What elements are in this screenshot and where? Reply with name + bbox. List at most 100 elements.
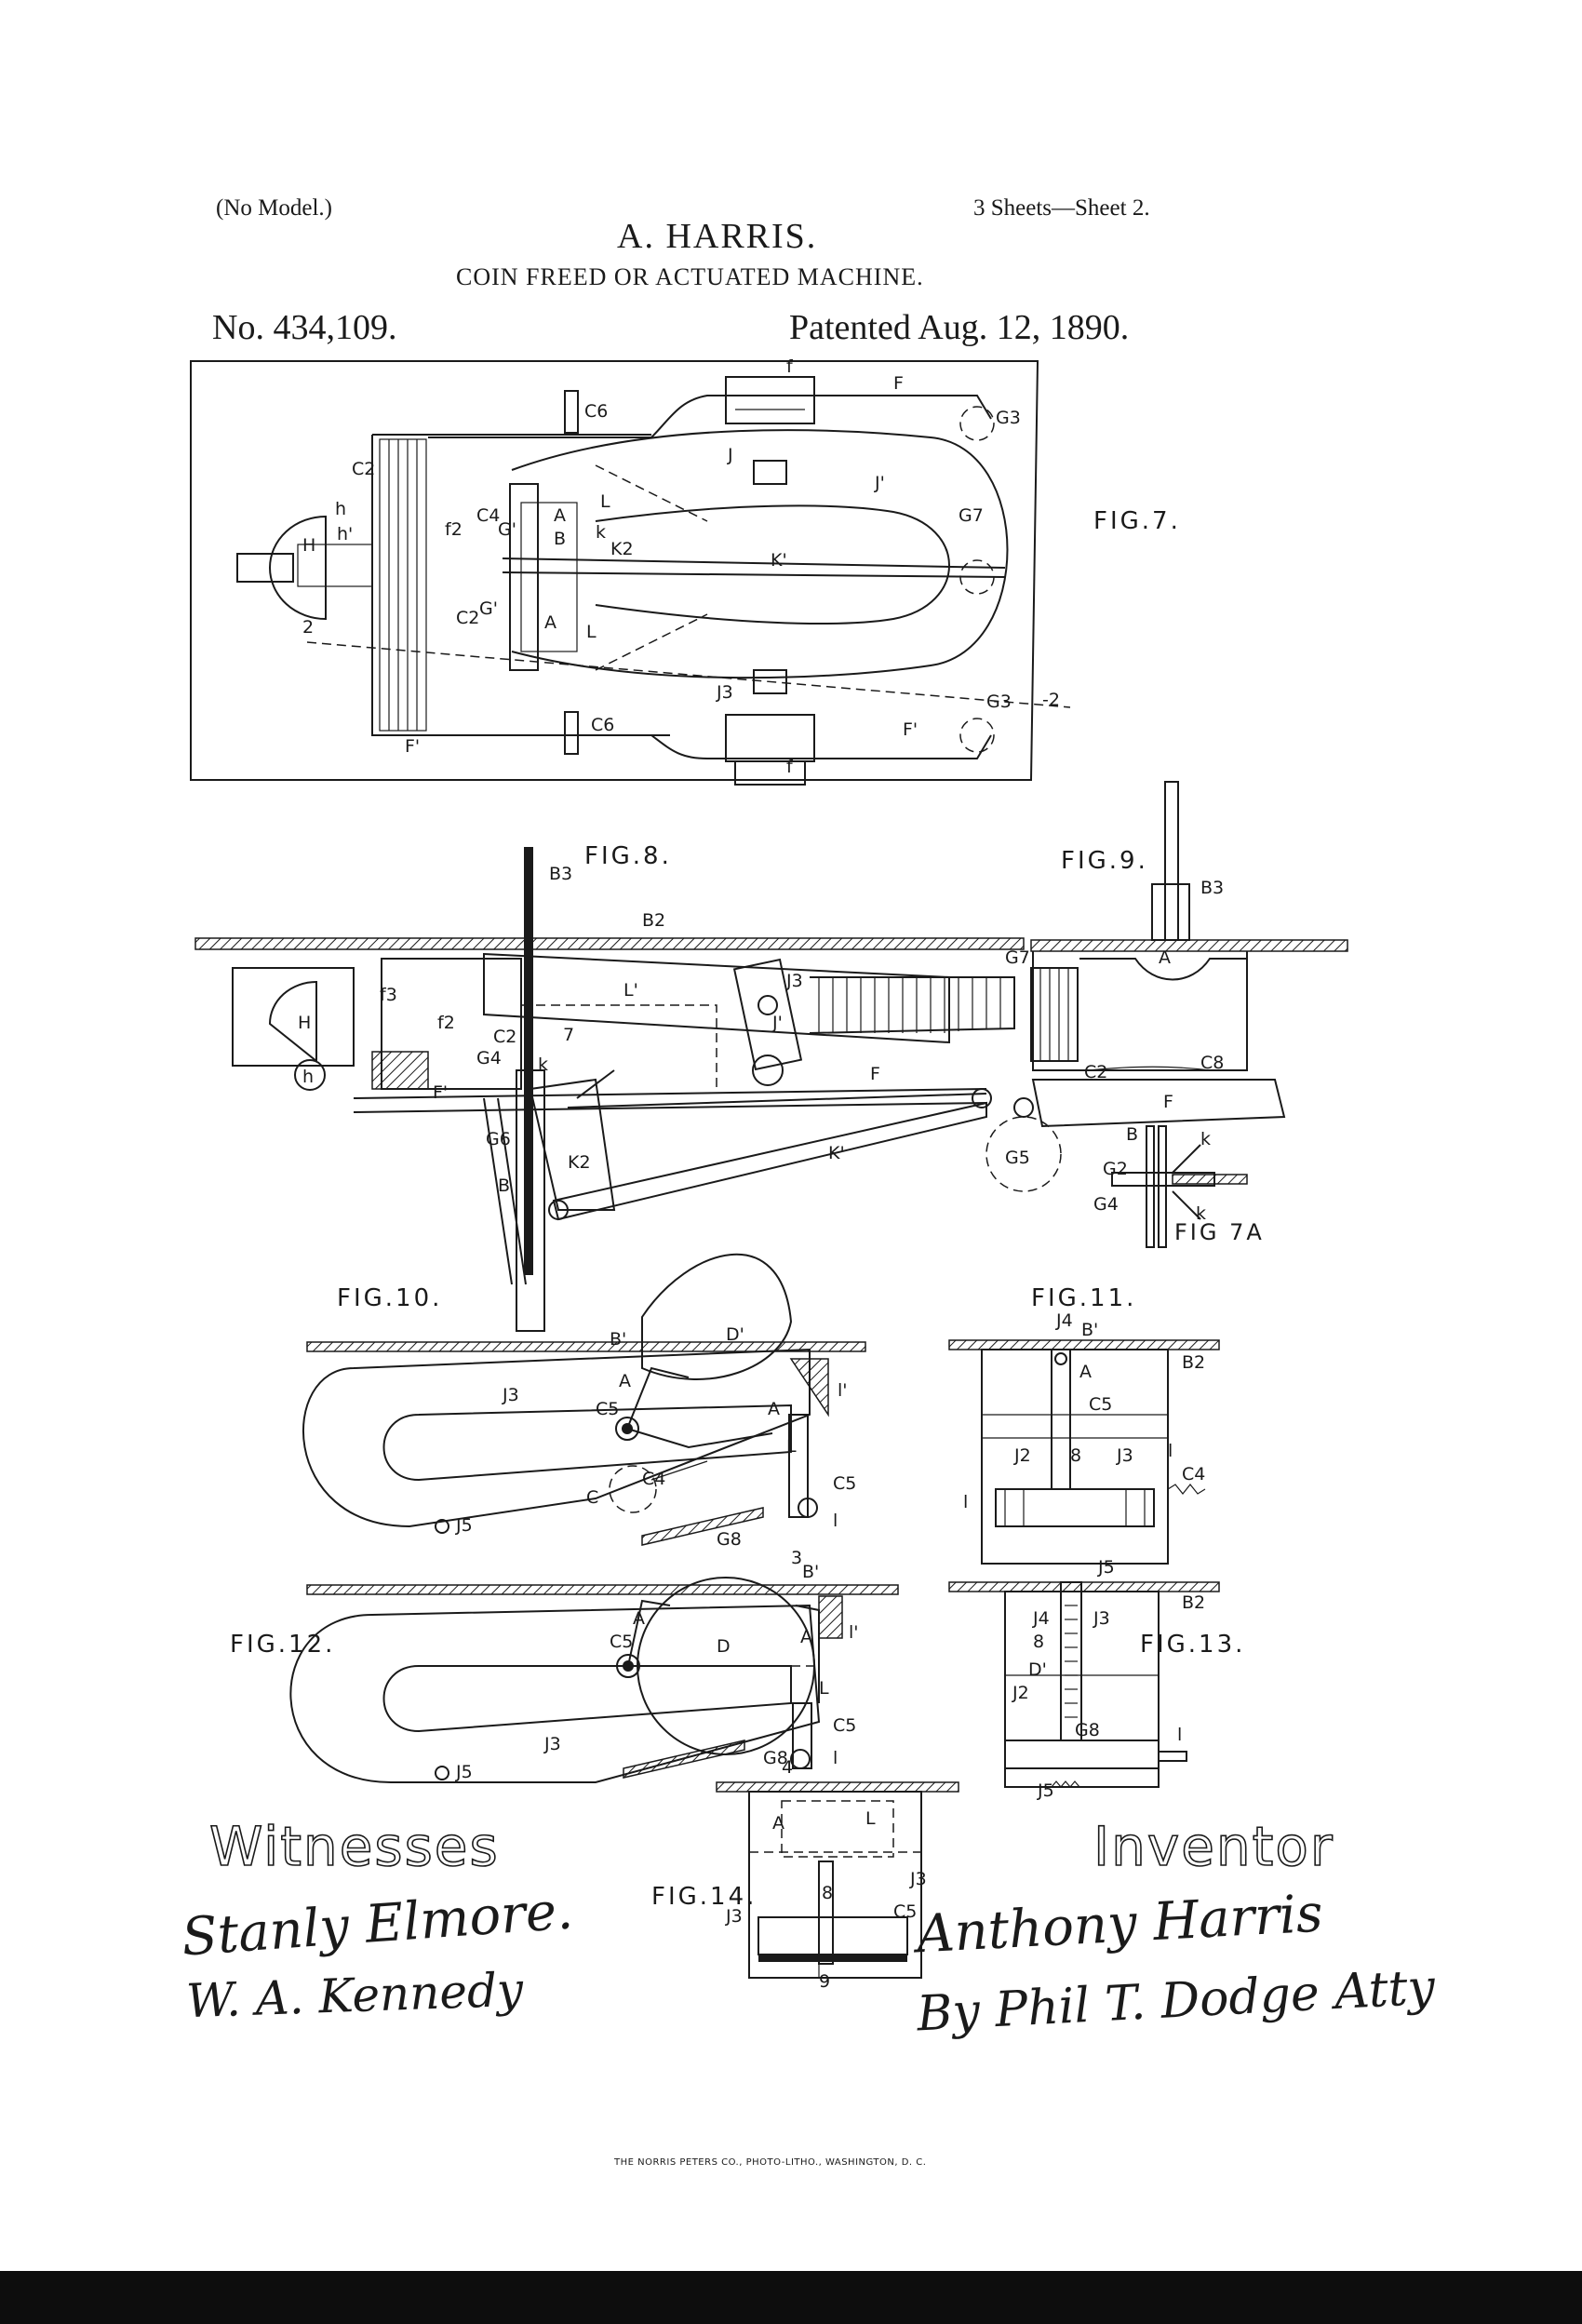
inventor-name-heading: A. HARRIS. <box>617 217 818 256</box>
ref-letter: L <box>600 491 610 512</box>
ref-letter: f <box>786 356 794 377</box>
reference-letter: L <box>786 1436 797 1457</box>
ref-letter: G3 <box>996 408 1021 428</box>
reference-letter: G8 <box>1075 1720 1100 1740</box>
reference-letter: C5 <box>610 1632 633 1652</box>
reference-letter: J' <box>771 1013 783 1033</box>
reference-letter: G4 <box>1093 1194 1119 1215</box>
reference-letter: G8 <box>763 1748 788 1768</box>
reference-letter: J5 <box>455 1515 473 1536</box>
reference-letter: l <box>1168 1441 1173 1461</box>
reference-letter: B' <box>1081 1320 1098 1340</box>
reference-letter: C5 <box>833 1473 856 1494</box>
ref-letter: F' <box>405 736 420 757</box>
reference-letter: L <box>865 1808 876 1829</box>
reference-letter: 8 <box>822 1883 833 1903</box>
reference-letter: k <box>538 1055 548 1075</box>
ref-letter: k <box>596 522 606 543</box>
patent-number: No. 434,109. <box>212 308 397 347</box>
reference-letter: C5 <box>596 1399 619 1419</box>
reference-letter: B2 <box>642 910 665 931</box>
reference-letter: F <box>1163 1092 1173 1112</box>
ref-letter: F' <box>903 719 918 740</box>
figure-7a-label: FIG 7A <box>1174 1219 1265 1245</box>
reference-letter: A <box>800 1627 812 1647</box>
reference-letter: C4 <box>1182 1464 1205 1484</box>
figure-11-label: FIG.11. <box>1031 1284 1137 1312</box>
reference-letter: L <box>819 1678 829 1699</box>
reference-letter: B <box>1126 1124 1138 1145</box>
ref-letter: G' <box>498 519 516 540</box>
reference-letter: C2 <box>1084 1062 1107 1082</box>
figure-9-label: FIG.9. <box>1061 847 1148 875</box>
reference-letter: C2 <box>493 1027 516 1047</box>
reference-letter: G8 <box>717 1529 742 1550</box>
ref-letter: G3 <box>986 692 1012 712</box>
reference-letter: k <box>1196 1203 1206 1224</box>
reference-letter: J2 <box>1013 1445 1031 1466</box>
ref-letter: C6 <box>584 401 608 422</box>
reference-letter: B3 <box>1200 878 1224 898</box>
reference-letter: G5 <box>1005 1148 1030 1168</box>
reference-letter: J2 <box>1012 1683 1029 1703</box>
reference-letter: A <box>1079 1362 1092 1382</box>
reference-letter: B' <box>802 1562 819 1582</box>
ref-letter: G' <box>479 598 498 619</box>
reference-letter: J5 <box>1037 1780 1054 1801</box>
ref-letter: B <box>554 529 566 549</box>
reference-letter: l <box>833 1748 838 1768</box>
inventor-label: Inventor <box>1093 1814 1334 1879</box>
reference-letter: 8 <box>1070 1445 1081 1466</box>
reference-letter: G4 <box>476 1048 502 1068</box>
reference-letter: J3 <box>1116 1445 1133 1466</box>
reference-letter: J3 <box>502 1385 519 1405</box>
reference-letter: l <box>833 1511 838 1531</box>
reference-letter: D' <box>1028 1659 1047 1680</box>
reference-letter: J3 <box>785 971 803 991</box>
reference-letter: J3 <box>725 1906 743 1927</box>
reference-letter: C8 <box>1200 1053 1224 1073</box>
ref-letter: C4 <box>476 505 500 526</box>
reference-letter: C5 <box>1089 1394 1112 1415</box>
scan-edge-band <box>0 2271 1582 2324</box>
ref-letter: -2 <box>1042 690 1060 710</box>
ref-letter: C2 <box>456 608 479 628</box>
ref-letter: L <box>586 622 597 642</box>
sheet-count: 3 Sheets—Sheet 2. <box>973 195 1150 221</box>
reference-letter: L' <box>623 980 638 1001</box>
reference-letter: A <box>768 1399 780 1419</box>
reference-letter: h <box>302 1067 314 1087</box>
ref-letter: J3 <box>716 682 733 703</box>
reference-letter: 8 <box>1033 1632 1044 1652</box>
ref-letter: H <box>302 535 315 556</box>
reference-letter: f3 <box>380 985 397 1005</box>
reference-letter: 4 <box>782 1757 793 1778</box>
reference-letter: 3 <box>791 1548 802 1568</box>
ref-letter: K2 <box>610 539 634 559</box>
reference-letter: G2 <box>1103 1159 1128 1179</box>
reference-letter: l' <box>838 1380 848 1401</box>
reference-letter: 7 <box>563 1025 574 1045</box>
reference-letter: J4 <box>1055 1310 1073 1331</box>
ref-letter: 2 <box>302 617 314 638</box>
reference-letter: H <box>298 1013 311 1033</box>
reference-letter: J3 <box>909 1869 927 1889</box>
figure-7-label: FIG.7. <box>1093 507 1181 535</box>
reference-letter: A <box>1159 947 1171 968</box>
patent-date: Patented Aug. 12, 1890. <box>789 308 1130 347</box>
figure-10-label: FIG.10. <box>337 1284 443 1312</box>
figure-12-label: FIG.12. <box>230 1631 336 1659</box>
ref-letter: A <box>544 612 556 633</box>
ref-letter: C2 <box>352 459 375 479</box>
reference-letter: G7 <box>1005 947 1030 968</box>
reference-letter: D' <box>726 1324 744 1345</box>
